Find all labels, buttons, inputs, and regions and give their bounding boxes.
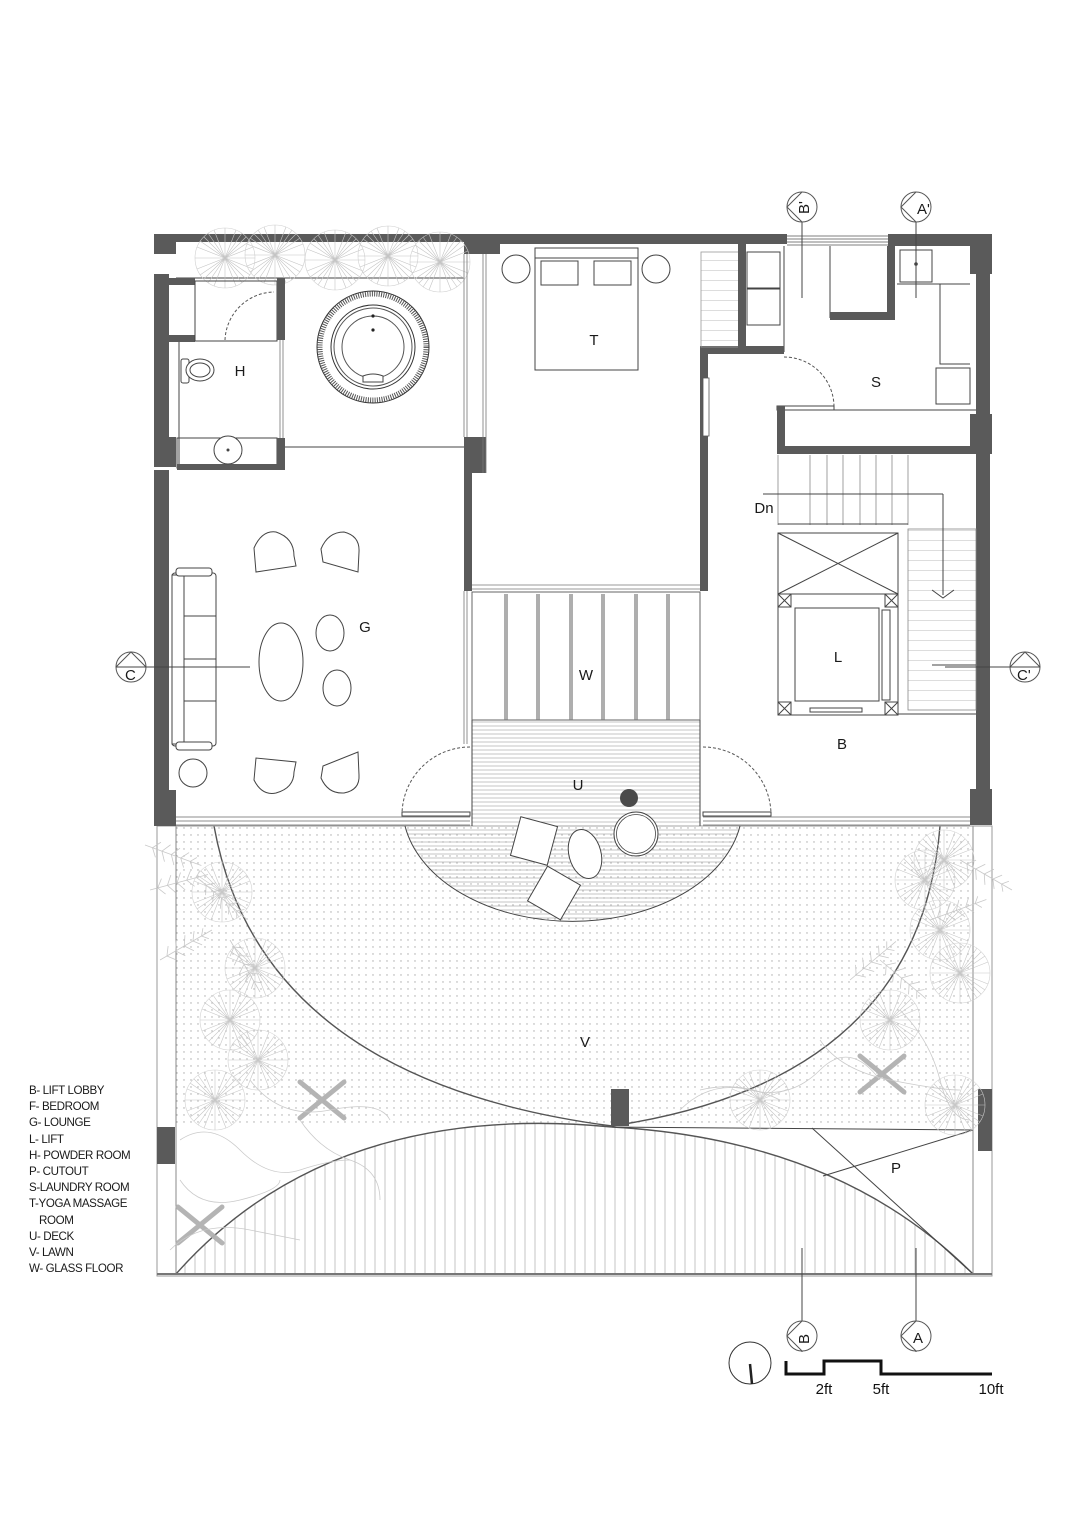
room-label-h: H (235, 363, 246, 380)
planting-right-icon (679, 829, 1017, 1136)
room-label-b: B (837, 736, 847, 753)
section-marker-c: C (115, 651, 250, 684)
lounge-chair-icon (509, 816, 582, 921)
scale-tick-10ft: 10ft (978, 1381, 1004, 1398)
scale-tick-2ft: 2ft (816, 1381, 834, 1398)
legend-item: W- GLASS FLOOR (29, 1262, 124, 1276)
scale-tick-5ft: 5ft (873, 1381, 891, 1398)
room-label-dn: Dn (754, 500, 773, 517)
column (464, 437, 486, 473)
legend-item: T-YOGA MASSAGE (29, 1197, 128, 1211)
section-marker-c-prime: C' (945, 651, 1041, 684)
room-label-w: W (579, 667, 594, 684)
pier-center (611, 1089, 629, 1126)
section-marker-a-prime: A' (900, 191, 932, 298)
legend-item: L- LIFT (29, 1132, 64, 1146)
staircase (763, 455, 977, 715)
planting-left-icon (141, 836, 391, 1251)
room-label-v: V (580, 1034, 590, 1051)
glass-floor (471, 591, 701, 721)
side-table-icon (641, 254, 671, 284)
svg-text:A': A' (917, 201, 930, 218)
legend-item: S-LAUNDRY ROOM (29, 1181, 130, 1195)
stool-icon (315, 614, 345, 652)
svg-text:A: A (913, 1330, 923, 1347)
svg-text:B': B' (796, 201, 813, 214)
deck (401, 720, 772, 922)
north-arrow-icon (728, 1341, 772, 1385)
room-label-s: S (871, 374, 881, 391)
glazing-bottom (176, 816, 970, 826)
double-bed-icon (534, 247, 639, 371)
round-chair-icon (613, 811, 659, 857)
yoga-massage-room (464, 244, 746, 591)
svg-text:B: B (796, 1334, 813, 1344)
legend-item: U- DECK (29, 1229, 74, 1243)
side-table-icon (501, 254, 531, 284)
legend-item: H- POWDER ROOM (29, 1148, 131, 1162)
scale-bar: 2ft 5ft 10ft (784, 1359, 1004, 1398)
section-marker-b: B (786, 1248, 818, 1352)
column-icon (620, 789, 638, 807)
round-bath-icon (316, 290, 430, 404)
exterior-walls (154, 234, 992, 826)
room-label-l: L (834, 649, 842, 666)
legend-item: B- LIFT LOBBY (29, 1084, 105, 1097)
legend-item: ROOM (39, 1213, 74, 1227)
legend-item: V- LAWN (29, 1246, 74, 1260)
legend-item: P- CUTOUT (29, 1165, 89, 1179)
lift (777, 532, 899, 716)
pier-left (157, 1127, 175, 1164)
toilet-icon (180, 358, 215, 384)
room-label-u: U (573, 777, 584, 794)
svg-text:C': C' (1017, 667, 1031, 684)
svg-text:C: C (125, 667, 136, 684)
oval-table-icon (258, 622, 304, 702)
pier-right (978, 1089, 992, 1151)
sofa-icon (171, 567, 217, 751)
powder-room-h (169, 278, 285, 470)
legend-item: F- BEDROOM (29, 1100, 100, 1114)
legend: B- LIFT LOBBY F- BEDROOM G- LOUNGE L- LI… (29, 1083, 131, 1277)
stool-icon (322, 669, 352, 707)
room-label-t: T (589, 332, 598, 349)
armchair-icon (253, 531, 360, 794)
oval-table-icon (567, 828, 603, 880)
section-marker-b-prime: B' (786, 191, 818, 298)
side-table-icon (178, 758, 208, 788)
sink-icon (213, 435, 243, 465)
section-marker-a: A (900, 1248, 932, 1352)
lounge (171, 531, 468, 794)
room-label-p: P (891, 1160, 901, 1177)
laundry-room (740, 246, 976, 454)
legend-item: G- LOUNGE (29, 1116, 91, 1130)
planter-strip (176, 224, 471, 293)
room-label-g: G (359, 619, 371, 636)
